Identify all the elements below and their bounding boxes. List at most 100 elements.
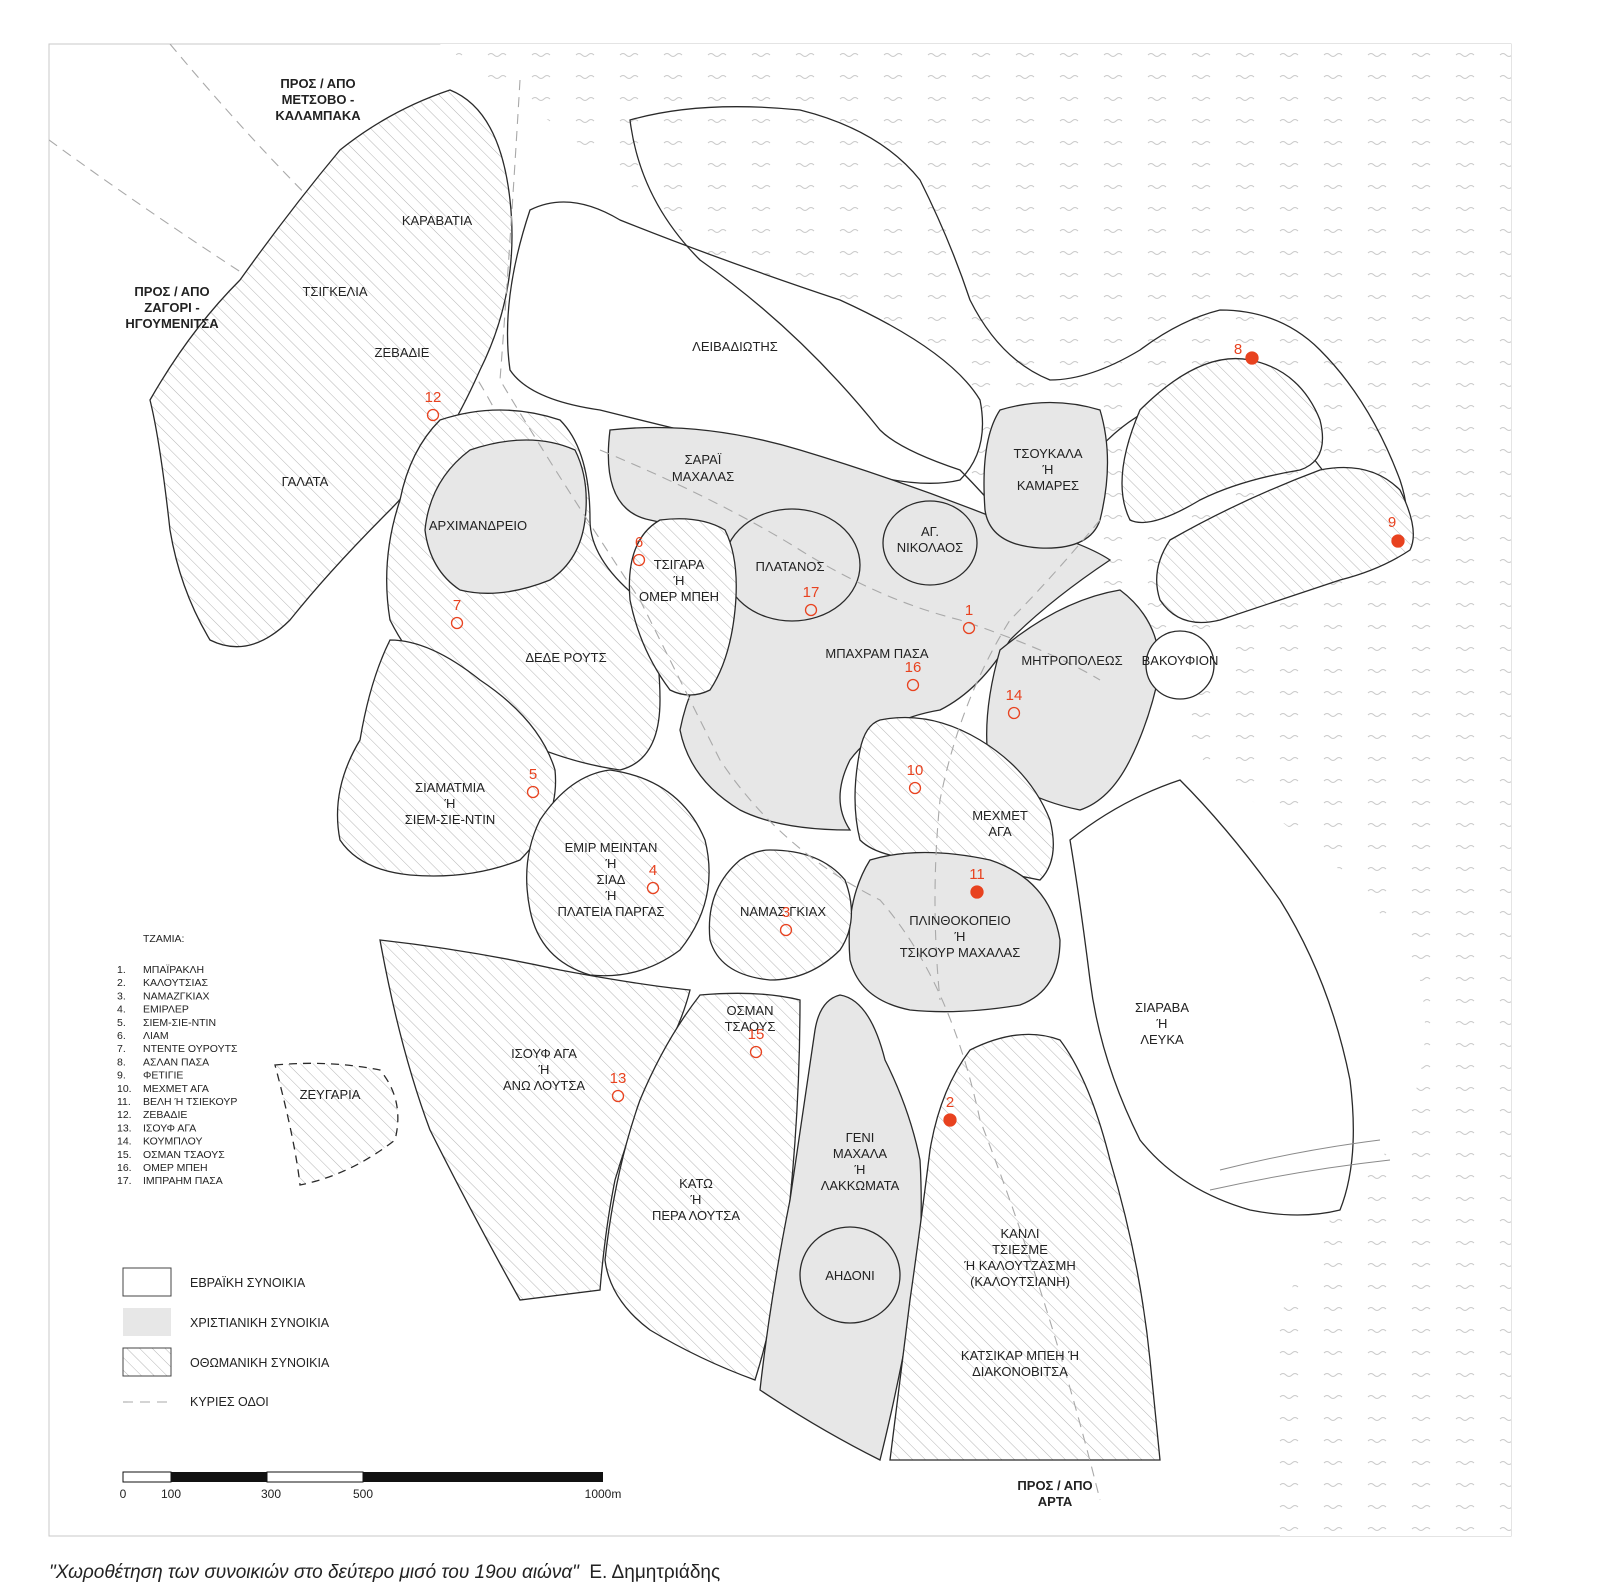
legend-swatch-christian: [123, 1308, 171, 1336]
area-kanli: [889, 1033, 1161, 1461]
mosque-open-icon: [962, 621, 976, 635]
svg-text:ΣΙΑΔ: ΣΙΑΔ: [596, 872, 625, 887]
mosque-open-icon: [908, 781, 922, 795]
mosque-open-icon: [611, 1089, 625, 1103]
label-kato: ΚΑΤΩ Ή ΠΕΡΑ ΛΟΥΤΣΑ: [652, 1176, 740, 1223]
scale-bar: 0 100 300 500 1000m: [120, 1471, 621, 1501]
svg-text:Ή: Ή: [605, 856, 617, 871]
svg-text:ΤΣΙΚΟΥΡ ΜΑΧΑΛΑΣ: ΤΣΙΚΟΥΡ ΜΑΧΑΛΑΣ: [900, 945, 1021, 960]
mosque-list-name: ΙΣΟΥΦ ΑΓΑ: [143, 1122, 196, 1134]
svg-text:ΛΕΥΚΑ: ΛΕΥΚΑ: [1140, 1032, 1184, 1047]
label-kanli: ΚΑΝΛΙ ΤΣΙΕΣΜΕ Ή ΚΑΛΟΥΤΖΑΣΜΗ (ΚΑΛΟΥΤΣΙΑΝΗ…: [963, 1226, 1075, 1289]
svg-text:ΚΑΜΑΡΕΣ: ΚΑΜΑΡΕΣ: [1017, 478, 1079, 493]
mosque-list-name: ΚΑΛΟΥΤΣΙΑΣ: [143, 977, 208, 989]
mosque-list-number: 17.: [117, 1175, 132, 1187]
label-katsikar: ΚΑΤΣΙΚΑΡ ΜΠΕΗ Ή ΔΙΑΚΟΝΟΒΙΤΣΑ: [961, 1348, 1079, 1379]
mosque-marker-11: 11: [969, 866, 985, 899]
area-siamatmia: [336, 639, 557, 877]
svg-text:ΚΑΤΩ: ΚΑΤΩ: [679, 1176, 713, 1191]
legend: ΕΒΡΑΪΚΗ ΣΥΝΟΙΚΙΑ ΧΡΙΣΤΙΑΝΙΚΗ ΣΥΝΟΙΚΙΑ ΟΘ…: [122, 1267, 330, 1409]
mosque-filled-icon: [943, 1113, 957, 1127]
mosque-marker-label: 13: [610, 1070, 627, 1087]
area-arximandreio: [424, 439, 587, 594]
mosque-list-name: ΚΟΥΜΠΛΟΥ: [143, 1136, 202, 1148]
svg-text:ΠΡΟΣ / ΑΠΟ: ΠΡΟΣ / ΑΠΟ: [1017, 1478, 1092, 1493]
svg-text:ΠΛΑΤΕΙΑ ΠΑΡΓΑΣ: ΠΛΑΤΕΙΑ ΠΑΡΓΑΣ: [558, 904, 665, 919]
mosque-list-number: 6.: [117, 1030, 126, 1042]
mosque-list-number: 2.: [117, 977, 126, 989]
svg-text:ΣΙΑΡΑΒΑ: ΣΙΑΡΑΒΑ: [1135, 1000, 1189, 1015]
mosque-marker-17: 17: [803, 584, 820, 617]
mosque-list-name: ΝΑΜΑΖΓΚΙΑΧ: [143, 990, 209, 1002]
svg-text:ΑΓ.: ΑΓ.: [921, 524, 939, 539]
label-tsoukala: ΤΣΟΥΚΑΛΑ Ή ΚΑΜΑΡΕΣ: [1013, 446, 1082, 493]
svg-text:ΤΣΑΟΥΣ: ΤΣΑΟΥΣ: [725, 1019, 776, 1034]
svg-text:ΜΑΧΑΛΑΣ: ΜΑΧΑΛΑΣ: [672, 469, 734, 484]
svg-text:ΠΡΟΣ / ΑΠΟ: ΠΡΟΣ / ΑΠΟ: [134, 284, 209, 299]
mosque-list-name: ΜΠΑΪΡΑΚΛΗ: [143, 964, 204, 976]
svg-text:ΛΑΚΚΩΜΑΤΑ: ΛΑΚΚΩΜΑΤΑ: [821, 1178, 900, 1193]
label-platanos: ΠΛΑΤΑΝΟΣ: [756, 559, 825, 574]
road-central: [599, 449, 1101, 681]
mosque-marker-9: 9: [1388, 514, 1405, 548]
legend-jewish: ΕΒΡΑΪΚΗ ΣΥΝΟΙΚΙΑ: [190, 1276, 306, 1290]
mosque-marker-13: 13: [610, 1070, 627, 1103]
mosque-list-number: 8.: [117, 1056, 126, 1068]
svg-text:Ή: Ή: [854, 1162, 866, 1177]
mosque-marker-14: 14: [1006, 687, 1022, 720]
svg-text:ΣΙΕΜ-ΣΙΕ-ΝΤΙΝ: ΣΙΕΜ-ΣΙΕ-ΝΤΙΝ: [405, 812, 495, 827]
mosque-open-icon: [426, 408, 440, 422]
svg-text:ΜΕΧΜΕΤ: ΜΕΧΜΕΤ: [972, 808, 1028, 823]
caption: "Χωροθέτηση των συνοικιών στο δεύτερο μι…: [49, 1562, 720, 1583]
label-tsigara: ΤΣΙΓΑΡΑ Ή ΟΜΕΡ ΜΠΕΗ: [639, 557, 719, 604]
mosque-marker-12: 12: [425, 389, 441, 422]
svg-text:Ή: Ή: [1042, 462, 1054, 477]
svg-text:ΑΝΩ ΛΟΥΤΣΑ: ΑΝΩ ΛΟΥΤΣΑ: [503, 1078, 585, 1093]
svg-text:ΚΑΝΛΙ: ΚΑΝΛΙ: [1000, 1226, 1039, 1241]
mosque-open-icon: [804, 603, 818, 617]
mosque-list-name: ΟΣΜΑΝ ΤΣΑΟΥΣ: [143, 1149, 225, 1161]
mosque-marker-16: 16: [905, 659, 921, 692]
area-tsoukala: [983, 401, 1109, 549]
svg-text:(ΚΑΛΟΥΤΣΙΑΝΗ): (ΚΑΛΟΥΤΣΙΑΝΗ): [970, 1274, 1070, 1289]
mosque-list-number: 13.: [117, 1122, 132, 1134]
mosque-marker-label: 11: [969, 866, 985, 883]
mosque-list-name: ΖΕΒΑΔΙΕ: [143, 1109, 187, 1121]
mosque-marker-label: 17: [803, 584, 820, 601]
mosque-list-name: ΝΤΕΝΤΕ ΟΥΡΟΥΤΣ: [143, 1043, 238, 1055]
label-agnikolaos: ΑΓ. ΝΙΚΟΛΑΟΣ: [897, 524, 963, 555]
mosque-list-name: ΣΙΕΜ-ΣΙΕ-ΝΤΙΝ: [143, 1017, 216, 1029]
mosque-list-number: 15.: [117, 1149, 132, 1161]
mosque-open-icon: [779, 923, 793, 937]
label-leivadiotis: ΛΕΙΒΑΔΙΩΤΗΣ: [692, 339, 778, 354]
area-aidoni: [799, 1226, 901, 1324]
mosque-open-icon: [749, 1045, 763, 1059]
mosque-marker-3: 3: [779, 904, 793, 937]
mosque-marker-4: 4: [646, 862, 660, 895]
svg-text:ΠΡΟΣ / ΑΠΟ: ΠΡΟΣ / ΑΠΟ: [280, 76, 355, 91]
label-siarava: ΣΙΑΡΑΒΑ Ή ΛΕΥΚΑ: [1135, 1000, 1189, 1047]
mosque-list-name: ΑΣΛΑΝ ΠΑΣΑ: [143, 1056, 209, 1068]
mosque-list-number: 14.: [117, 1136, 132, 1148]
mosque-marker-label: 7: [453, 597, 461, 614]
mosque-marker-label: 2: [946, 1094, 954, 1111]
mosque-marker-label: 5: [529, 766, 537, 783]
mosque-list-number: 1.: [117, 964, 126, 976]
area-plinthokopeio: [848, 851, 1061, 1013]
label-siamatmia: ΣΙΑΜΑΤΜΙΑ Ή ΣΙΕΜ-ΣΙΕ-ΝΤΙΝ: [405, 780, 495, 827]
mosque-marker-label: 10: [907, 762, 924, 779]
svg-text:ΤΣΙΓΑΡΑ: ΤΣΙΓΑΡΑ: [654, 557, 705, 572]
mosque-filled-icon: [1245, 351, 1259, 365]
svg-text:Ή: Ή: [605, 888, 617, 903]
mosque-marker-label: 6: [635, 534, 643, 551]
mosque-marker-7: 7: [450, 597, 464, 630]
mosque-marker-5: 5: [526, 766, 540, 799]
label-karavatia: ΚΑΡΑΒΑΤΙΑ: [402, 213, 473, 228]
direction-south: ΠΡΟΣ / ΑΠΟ ΑΡΤΑ: [1017, 1478, 1092, 1509]
mosque-filled-icon: [970, 885, 984, 899]
mosque-list-name: ΜΕΧΜΕΤ ΑΓΑ: [143, 1083, 209, 1095]
direction-north: ΠΡΟΣ / ΑΠΟ ΜΕΤΣΟΒΟ - ΚΑΛΑΜΠΑΚΑ: [275, 76, 361, 123]
label-geni: ΓΕΝΙ ΜΑΧΑΛΑ Ή ΛΑΚΚΩΜΑΤΑ: [821, 1130, 900, 1193]
legend-swatch-ottoman: [122, 1347, 172, 1377]
area-vakoufion: [1145, 630, 1215, 700]
